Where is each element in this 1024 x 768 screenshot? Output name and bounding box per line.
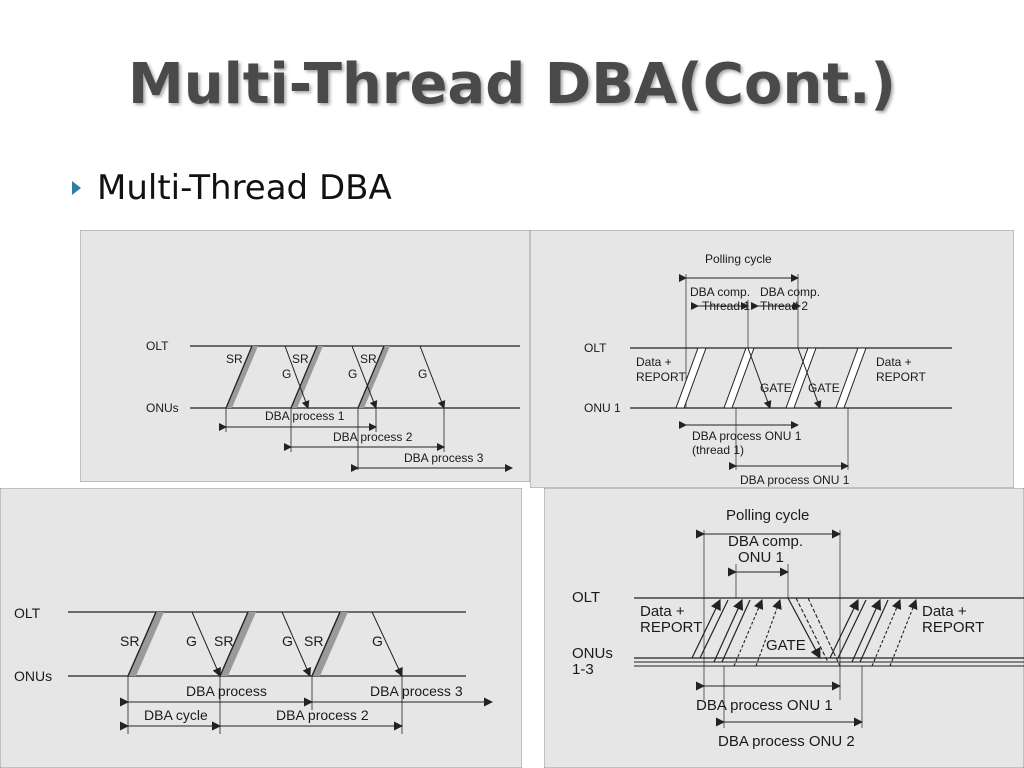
dba-process-onu1-line1: DBA process ONU 1 bbox=[692, 429, 802, 443]
dba-process-3-label: DBA process 3 bbox=[404, 451, 484, 465]
data-report-right-line1: Data + bbox=[876, 355, 912, 369]
bullet-text: Multi-Thread DBA bbox=[97, 168, 392, 208]
dba-process-1-label: DBA process 1 bbox=[265, 409, 345, 423]
dba-process-2-label: DBA process 2 bbox=[276, 707, 369, 723]
dba-comp-line2: ONU 1 bbox=[738, 549, 784, 566]
onu1-label: ONU 1 bbox=[584, 401, 621, 415]
data-report-left-line1: Data + bbox=[640, 603, 685, 620]
dba-process-onu2-label: DBA process ONU 2 bbox=[718, 733, 855, 750]
dba-comp-line1: DBA comp. bbox=[728, 533, 803, 550]
dba-comp-thread2-line1: DBA comp. bbox=[760, 285, 820, 299]
dba-process-onu1-label: DBA process ONU 1 bbox=[696, 697, 833, 714]
polling-cycle-label: Polling cycle bbox=[726, 507, 809, 524]
slide-title: Multi-Thread DBA(Cont.) bbox=[128, 52, 896, 117]
onus-label: ONUs bbox=[14, 668, 52, 684]
dba-process-label: DBA process bbox=[186, 683, 267, 699]
olt-label: OLT bbox=[146, 339, 169, 353]
data-report-right-line2: REPORT bbox=[922, 619, 984, 636]
g-label-2: G bbox=[348, 367, 357, 381]
g-label-3: G bbox=[372, 633, 383, 649]
bullet-arrow-icon bbox=[72, 181, 81, 195]
diagram-panel-a: OLT ONUs SR SR SR G G G DBA process 1 DB… bbox=[80, 230, 530, 482]
sr-label-2: SR bbox=[214, 633, 233, 649]
gate-label-1: GATE bbox=[760, 381, 792, 395]
diagram-d-svg: Polling cycle DBA comp. ONU 1 OLT ONUs 1… bbox=[544, 488, 1024, 768]
diagram-b-svg: Polling cycle DBA comp. Thread 1 DBA com… bbox=[530, 230, 1014, 488]
diagram-c-svg: OLT ONUs SR SR SR G G G DBA process DBA … bbox=[0, 488, 522, 768]
sr-label-3: SR bbox=[360, 352, 377, 366]
dba-process-onu1-line2: (thread 1) bbox=[692, 443, 744, 457]
polling-cycle-label: Polling cycle bbox=[705, 252, 772, 266]
diagram-a-svg: OLT ONUs SR SR SR G G G DBA process 1 DB… bbox=[80, 230, 530, 482]
g-label-2: G bbox=[282, 633, 293, 649]
dba-process-onu1-bottom: DBA process ONU 1 bbox=[740, 473, 850, 487]
data-report-right-line2: REPORT bbox=[876, 370, 926, 384]
g-label-3: G bbox=[418, 367, 427, 381]
olt-label: OLT bbox=[14, 605, 41, 621]
data-report-left-line1: Data + bbox=[636, 355, 672, 369]
gate-label-2: GATE bbox=[808, 381, 840, 395]
olt-label: OLT bbox=[584, 341, 607, 355]
dba-cycle-label: DBA cycle bbox=[144, 707, 208, 723]
dba-process-2-label: DBA process 2 bbox=[333, 430, 413, 444]
diagram-panel-d: Polling cycle DBA comp. ONU 1 OLT ONUs 1… bbox=[544, 488, 1024, 768]
sr-label-1: SR bbox=[226, 352, 243, 366]
g-label-1: G bbox=[186, 633, 197, 649]
dba-comp-thread1-line1: DBA comp. bbox=[690, 285, 750, 299]
onus-label: ONUs bbox=[146, 401, 179, 415]
gate-label: GATE bbox=[766, 637, 806, 654]
diagram-panel-b: Polling cycle DBA comp. Thread 1 DBA com… bbox=[530, 230, 1014, 488]
data-report-left-line2: REPORT bbox=[636, 370, 686, 384]
bullet-item: Multi-Thread DBA bbox=[72, 168, 392, 208]
onus-label-line2: 1-3 bbox=[572, 661, 594, 678]
data-report-right-line1: Data + bbox=[922, 603, 967, 620]
dba-process-3-label: DBA process 3 bbox=[370, 683, 463, 699]
sr-label-2: SR bbox=[292, 352, 309, 366]
diagram-panel-c: OLT ONUs SR SR SR G G G DBA process DBA … bbox=[0, 488, 522, 768]
onus-label-line1: ONUs bbox=[572, 645, 613, 662]
sr-label-3: SR bbox=[304, 633, 323, 649]
g-label-1: G bbox=[282, 367, 291, 381]
data-report-left-line2: REPORT bbox=[640, 619, 702, 636]
sr-label-1: SR bbox=[120, 633, 139, 649]
olt-label: OLT bbox=[572, 589, 600, 606]
